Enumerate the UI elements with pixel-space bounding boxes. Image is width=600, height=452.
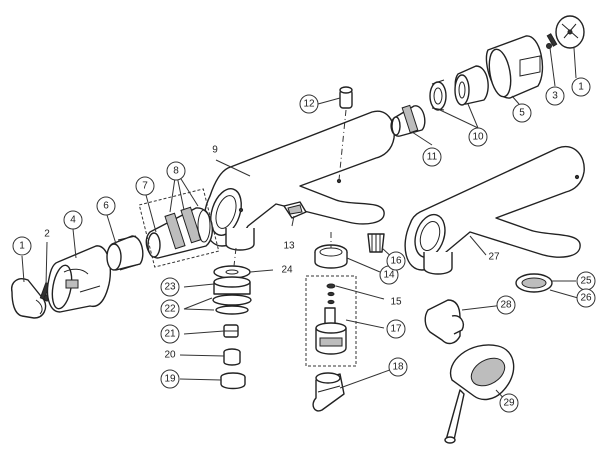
callout-7: 7 — [135, 176, 155, 196]
plug-axis-line — [338, 109, 347, 181]
svg-text:26: 26 — [580, 293, 592, 304]
spout-connector-part-18 — [312, 372, 345, 412]
callout-9: 9 — [212, 145, 218, 156]
spline-adaptor-part-6 — [106, 235, 144, 271]
svg-text:23: 23 — [164, 282, 176, 293]
washer-part-25-26 — [515, 273, 553, 293]
svg-text:20: 20 — [164, 350, 176, 361]
callout-28: 28 — [496, 295, 516, 315]
callout-1-left: 1 — [12, 236, 32, 256]
svg-text:19: 19 — [164, 374, 176, 385]
callout-20: 20 — [164, 350, 176, 361]
svg-text:7: 7 — [142, 181, 148, 192]
svg-text:10: 10 — [472, 132, 484, 143]
o-rings-part-15 — [326, 283, 336, 305]
callout-19: 19 — [160, 369, 180, 389]
nut-part-14 — [314, 244, 348, 269]
flow-part-23 — [213, 276, 251, 295]
svg-text:22: 22 — [164, 304, 176, 315]
svg-text:4: 4 — [70, 215, 76, 226]
diverter-cartridge-part-17 — [315, 307, 347, 355]
shroud-part-5 — [485, 35, 544, 99]
screw-part-3 — [546, 33, 558, 49]
svg-text:15: 15 — [390, 297, 402, 308]
callout-10: 10 — [468, 127, 488, 147]
svg-text:12: 12 — [303, 99, 315, 110]
callout-17: 17 — [386, 319, 406, 339]
callout-21: 21 — [160, 324, 180, 344]
cartridge-dashed-frame — [138, 188, 220, 268]
callout-18: 18 — [388, 357, 408, 377]
svg-text:11: 11 — [427, 152, 438, 163]
svg-text:16: 16 — [390, 256, 402, 267]
seals-part-22 — [212, 294, 252, 315]
svg-text:9: 9 — [212, 145, 218, 156]
callout-25: 25 — [576, 271, 596, 291]
adaptor-part-10a — [429, 79, 447, 111]
svg-text:24: 24 — [281, 265, 293, 276]
svg-text:28: 28 — [500, 300, 512, 311]
nut-part-19 — [220, 372, 246, 390]
svg-text:25: 25 — [580, 276, 592, 287]
callout-11: 11 — [422, 147, 442, 167]
callout-16: 16 — [386, 251, 406, 271]
adaptor-part-20 — [223, 348, 241, 366]
mixer-body-part-9 — [203, 110, 395, 251]
callout-12: 12 — [299, 94, 319, 114]
callout-26: 26 — [576, 288, 596, 308]
callout-6: 6 — [96, 196, 116, 216]
callout-22: 22 — [160, 299, 180, 319]
callout-3: 3 — [545, 86, 565, 106]
svg-text:13: 13 — [283, 241, 295, 252]
svg-text:8: 8 — [173, 166, 179, 177]
handle-part-1-right — [555, 15, 585, 49]
cartridge-part-7 — [145, 206, 214, 259]
svg-text:2: 2 — [44, 229, 50, 240]
cartridge-part-11 — [390, 104, 426, 137]
svg-text:21: 21 — [164, 329, 176, 340]
shroud-part-4 — [46, 245, 112, 313]
callout-13: 13 — [283, 241, 295, 252]
svg-text:1: 1 — [578, 82, 584, 93]
svg-text:1: 1 — [19, 241, 25, 252]
shower-holder-part-28 — [424, 299, 464, 345]
callout-8: 8 — [166, 161, 186, 181]
svg-text:27: 27 — [488, 252, 500, 263]
callout-29: 29 — [499, 393, 519, 413]
svg-text:29: 29 — [503, 398, 515, 409]
adaptor-part-10b — [454, 65, 489, 106]
leader-lines — [21, 47, 579, 404]
svg-text:5: 5 — [519, 108, 525, 119]
svg-text:18: 18 — [392, 362, 404, 373]
svg-text:14: 14 — [383, 270, 395, 281]
outlet-axis-line — [233, 247, 237, 267]
plug-part-12 — [339, 86, 353, 109]
callout-2: 2 — [44, 229, 50, 240]
handle-part-1-left — [11, 278, 47, 319]
svg-text:6: 6 — [103, 201, 109, 212]
hand-shower-part-29 — [444, 344, 515, 444]
callout-5: 5 — [512, 103, 532, 123]
callout-27: 27 — [488, 252, 500, 263]
svg-text:17: 17 — [390, 324, 402, 335]
callout-15: 15 — [390, 297, 402, 308]
outlet-part-24 — [213, 265, 251, 279]
mixer-body-part-27 — [404, 145, 585, 275]
callout-1-right: 1 — [571, 77, 591, 97]
callout-24: 24 — [281, 265, 293, 276]
filter-part-16 — [367, 233, 385, 253]
callout-4: 4 — [63, 210, 83, 230]
svg-text:3: 3 — [552, 91, 558, 102]
check-valve-part-21 — [223, 324, 239, 338]
diverter-dashed-frame — [305, 275, 357, 367]
callout-23: 23 — [160, 277, 180, 297]
seat-part-13 — [283, 201, 307, 219]
